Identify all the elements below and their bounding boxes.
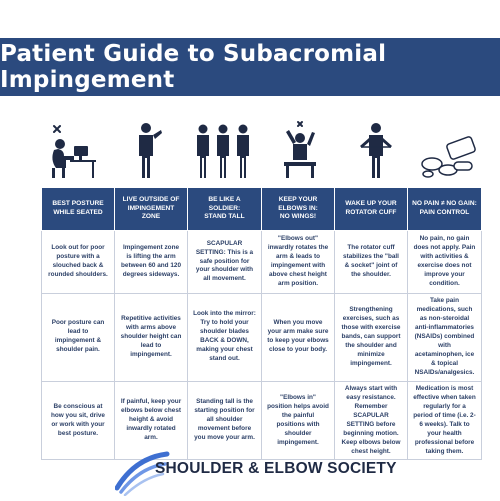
- column-header: WAKE UP YOUR ROTATOR CUFF: [334, 187, 408, 231]
- table-cell: Take pain medications, such as non-stero…: [407, 293, 482, 382]
- society-logo: [114, 448, 170, 497]
- column-header: NO PAIN ≠ NO GAIN: PAIN CONTROL: [407, 187, 482, 231]
- table-cell: SCAPULAR SETTING: This is a safe positio…: [187, 230, 262, 294]
- column-header: BE LIKE A SOLDIER: STAND TALL: [187, 187, 262, 231]
- table-header-row: BEST POSTURE WHILE SEATED LIVE OUTSIDE O…: [41, 187, 482, 231]
- icon-row: [40, 120, 480, 180]
- three-soldiers-icon: [193, 120, 253, 180]
- table-cell: Medication is most effective when taken …: [407, 380, 482, 461]
- title-banner: Patient Guide to Subacromial Impingement: [0, 38, 500, 96]
- table-cell: Strengthening exercises, such as those w…: [334, 293, 408, 382]
- table-cell: Be conscious at how you sit, drive or wo…: [41, 380, 115, 461]
- table-cell: Impingement zone is lifting the arm betw…: [114, 230, 188, 294]
- table-cell: When you move your arm make sure to keep…: [261, 293, 335, 382]
- organization-name: SHOULDER & ELBOW SOCIETY: [155, 460, 397, 477]
- column-header: KEEP YOUR ELBOWS IN: NO WINGS!: [261, 187, 335, 231]
- guide-table: BEST POSTURE WHILE SEATED LIVE OUTSIDE O…: [41, 187, 482, 461]
- table-cell: Standing tall is the starting position f…: [187, 380, 262, 461]
- table-cell: Poor posture can lead to impingement & s…: [41, 293, 115, 382]
- table-cell: "Elbows in" position helps avoid the pai…: [261, 380, 335, 461]
- table-cell: No pain, no gain does not apply. Pain wi…: [407, 230, 482, 294]
- table-cell: Look into the mirror: Try to hold your s…: [187, 293, 262, 382]
- person-at-desk-icon: [44, 120, 100, 180]
- table-cell: The rotator cuff stabilizes the "ball & …: [334, 230, 408, 294]
- page-title: Patient Guide to Subacromial Impingement: [0, 41, 387, 93]
- column-header: BEST POSTURE WHILE SEATED: [41, 187, 115, 231]
- exercise-pose-icon: [276, 120, 322, 180]
- column-header: LIVE OUTSIDE OF IMPINGEMENT ZONE: [114, 187, 188, 231]
- arm-raised-icon: [128, 120, 164, 180]
- table-cell: "Elbows out" inwardly rotates the arm & …: [261, 230, 335, 294]
- resistance-band-icon: [354, 120, 398, 180]
- table-row: Poor posture can lead to impingement & s…: [41, 293, 482, 382]
- table-cell: Look out for poor posture with a slouche…: [41, 230, 115, 294]
- table-row: Look out for poor posture with a slouche…: [41, 230, 482, 294]
- table-cell: Repetitive activities with arms above sh…: [114, 293, 188, 382]
- pills-icon: [418, 120, 480, 180]
- footer: SHOULDER & ELBOW SOCIETY: [114, 448, 415, 498]
